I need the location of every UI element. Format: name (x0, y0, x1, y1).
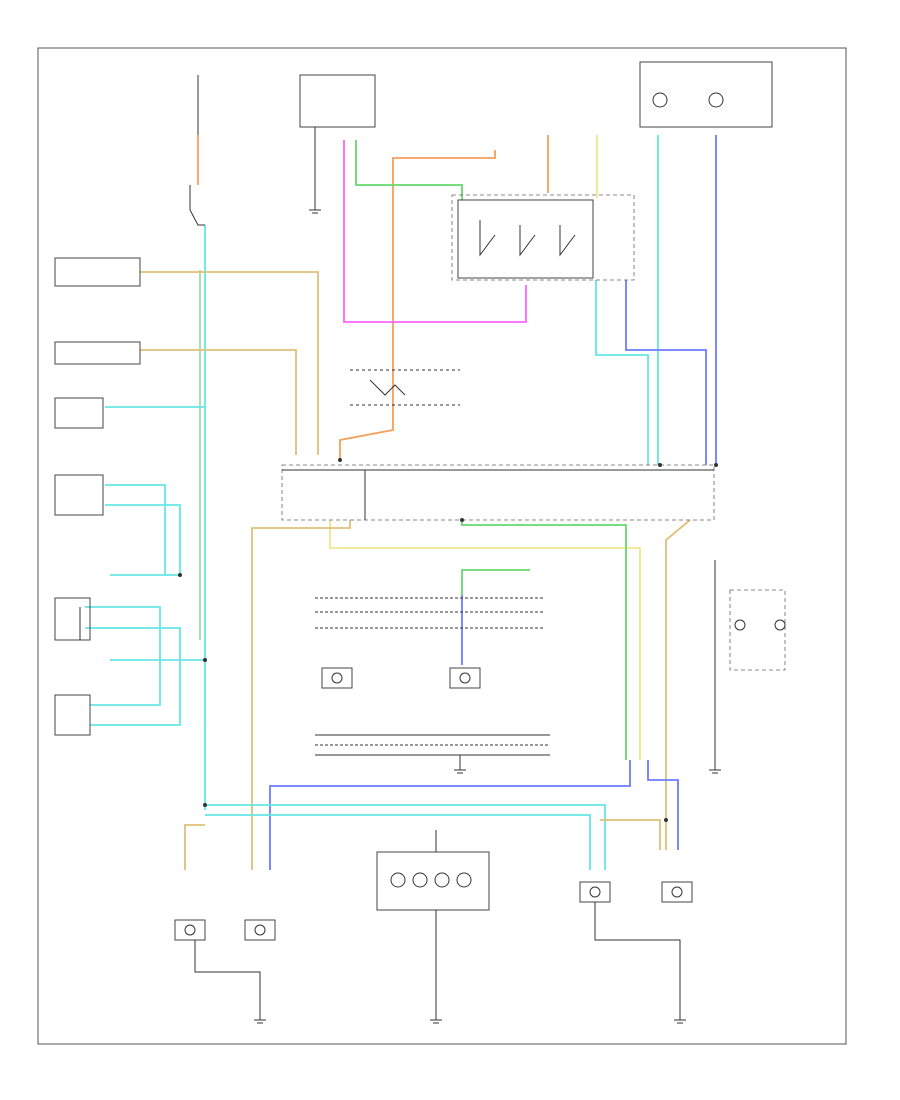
relay-box-inner (457, 199, 594, 279)
splice-icon (178, 573, 182, 577)
rear-left-ground (194, 940, 261, 1020)
wire-green-short (461, 569, 530, 595)
wire-cyan-sensor2 (105, 484, 166, 575)
lamp-socket-rf (449, 667, 481, 689)
bulb-icon (456, 872, 472, 888)
relay-box (451, 194, 635, 281)
lamp-socket-lr2 (244, 919, 276, 941)
ground-icon (430, 1019, 442, 1024)
ground-icon (709, 769, 721, 774)
splice-icon (203, 658, 207, 662)
wire-tan-lower (184, 824, 205, 870)
relay-switch-2 (519, 225, 536, 257)
sensor-box-3 (54, 597, 91, 641)
bulb-icon (774, 619, 786, 631)
bulb-icon (671, 886, 683, 898)
wire-cyan-sensor3 (105, 504, 181, 575)
bulb-icon (708, 92, 724, 108)
splice-icon (714, 463, 718, 467)
wire-cyan-sensor9 (90, 660, 181, 726)
bulb-icon (652, 92, 668, 108)
wire-tan-bcm (140, 271, 319, 455)
junction-block (281, 464, 715, 521)
wire-layer (85, 135, 717, 870)
wire-blue-lower2 (647, 760, 679, 850)
bulb-icon (390, 872, 406, 888)
instrument-box (729, 589, 786, 671)
bulb-icon (459, 672, 471, 684)
bulb-icon (589, 886, 601, 898)
lamp-socket-rr2 (661, 881, 693, 903)
rear-right-ground (594, 902, 681, 1020)
wire-cyan-lower2 (205, 814, 591, 870)
pcm-box (299, 74, 376, 128)
diagram-frame (37, 47, 847, 1045)
splice-icon (338, 458, 342, 462)
wire-cyan-sensor8 (90, 640, 161, 706)
relay-switch-1 (479, 220, 496, 257)
splice-layer (178, 458, 718, 822)
wire-green-center (461, 520, 627, 760)
ground-icon (254, 1019, 266, 1024)
bulb-icon (254, 924, 266, 936)
ground-icon (674, 1019, 686, 1024)
wire-cyan-sensor6 (85, 627, 181, 660)
wire-blue-lower (269, 760, 631, 870)
wire-tan-right (665, 519, 691, 850)
bulb-icon (184, 924, 196, 936)
splice-icon (203, 803, 207, 807)
bulb-icon (412, 872, 428, 888)
sensor-box-2 (54, 474, 104, 516)
headlamp-switch (369, 379, 406, 396)
bulb-icon (434, 872, 450, 888)
splice-icon (658, 463, 662, 467)
bcm-box-2 (54, 341, 141, 365)
wire-blue-right2 (625, 280, 707, 465)
bulb-icon (331, 672, 343, 684)
lamp-socket-lf (321, 667, 353, 689)
splice-icon (664, 818, 668, 822)
bcm-box (54, 257, 141, 287)
brake-switch (189, 185, 205, 226)
wire-cyan-sensor5 (85, 606, 161, 640)
ground-icon (309, 209, 321, 214)
relay-switch-3 (559, 225, 576, 257)
bulb-icon (734, 619, 746, 631)
wire-yellow-mid (329, 520, 641, 760)
ground-icon (454, 769, 466, 774)
black-wire-layer (54, 61, 786, 1024)
lamp-socket-rr1 (579, 881, 611, 903)
splice-icon (460, 518, 464, 522)
fuse-block-right (639, 61, 773, 128)
wire-tan-lower2 (600, 819, 661, 850)
wire-tan-left (251, 520, 351, 870)
lamp-socket-lr1 (174, 919, 206, 941)
wire-cyan-lower1 (205, 804, 606, 870)
wire-tan-bcm2 (140, 349, 297, 455)
wire-pink (343, 140, 527, 323)
sensor-box-1 (54, 397, 104, 429)
wire-green-upper (355, 140, 463, 200)
sensor-box-4 (54, 694, 91, 736)
wire-orange-center (339, 150, 496, 460)
rear-lamp-box (376, 851, 490, 911)
wire-cyan-right2 (595, 280, 649, 465)
